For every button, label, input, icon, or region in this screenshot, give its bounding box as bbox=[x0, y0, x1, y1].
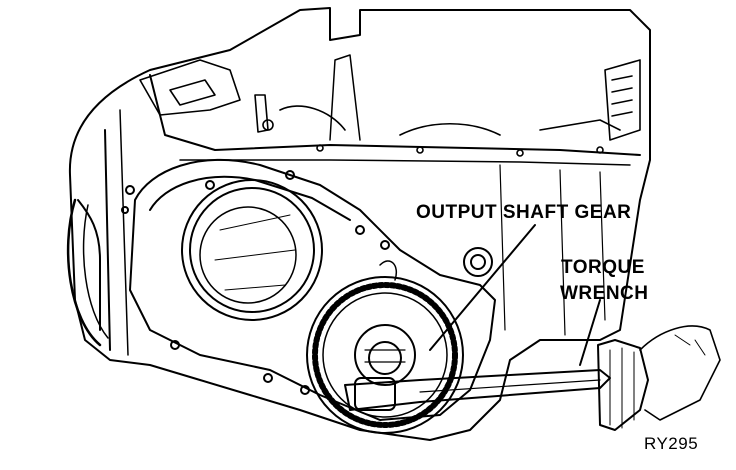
drain-boss bbox=[379, 247, 493, 281]
transmission-case bbox=[68, 7, 651, 441]
bell-housing bbox=[66, 198, 109, 347]
wrench-label: WRENCH bbox=[560, 283, 649, 304]
torque-label: TORQUE bbox=[561, 257, 645, 278]
top-mechanism bbox=[139, 59, 641, 157]
output-shaft-gear-label: OUTPUT SHAFT GEAR bbox=[416, 202, 632, 223]
leader-lines bbox=[429, 224, 601, 366]
retainer-plate bbox=[121, 158, 496, 421]
figure-code: RY295 bbox=[644, 434, 699, 453]
torque-wrench bbox=[344, 325, 721, 431]
output-shaft-gear bbox=[306, 276, 464, 434]
